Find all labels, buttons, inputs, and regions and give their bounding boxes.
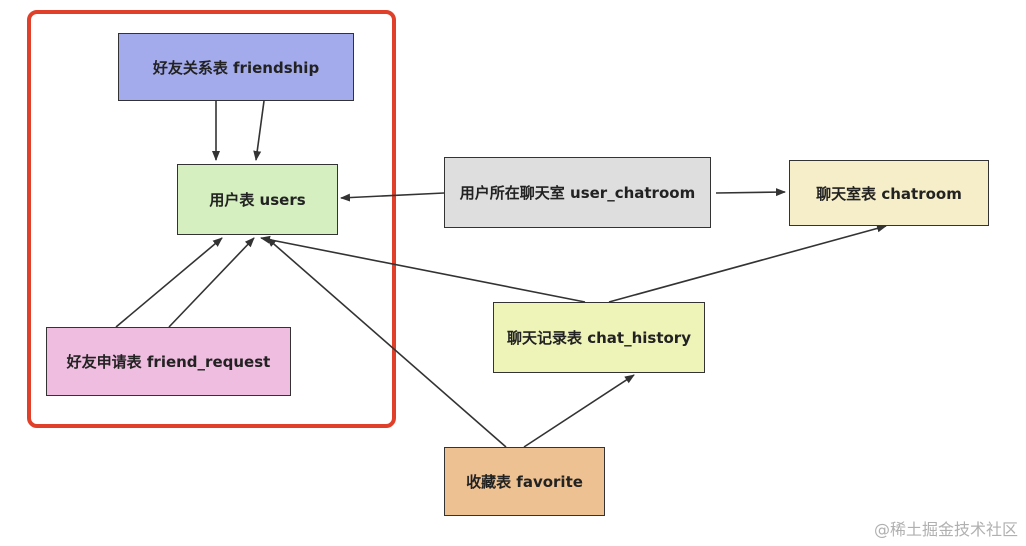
watermark: @稀土掘金技术社区 xyxy=(873,520,1018,539)
edge-friendship-users-2 xyxy=(253,100,265,161)
edge-user_chatroom-users xyxy=(340,192,445,202)
edge-favorite-users xyxy=(266,237,507,448)
node-user-chatroom: 用户所在聊天室 user_chatroom xyxy=(444,157,711,228)
edge-friend_request-users-2 xyxy=(168,237,255,328)
highlight-frame xyxy=(27,10,396,428)
edge-friend_request-users-1 xyxy=(115,237,223,328)
node-friend-request: 好友申请表 friend_request xyxy=(46,327,291,396)
node-favorite: 收藏表 favorite xyxy=(444,447,605,516)
node-users: 用户表 users xyxy=(177,164,338,235)
edge-user_chatroom-chatroom xyxy=(715,188,786,197)
node-chat-history: 聊天记录表 chat_history xyxy=(493,302,705,373)
edge-chat_history-chatroom xyxy=(608,224,887,303)
edge-chat_history-users xyxy=(260,235,586,303)
node-chatroom: 聊天室表 chatroom xyxy=(789,160,989,226)
node-friendship: 好友关系表 friendship xyxy=(118,33,354,101)
edge-favorite-chat_history xyxy=(523,374,635,448)
